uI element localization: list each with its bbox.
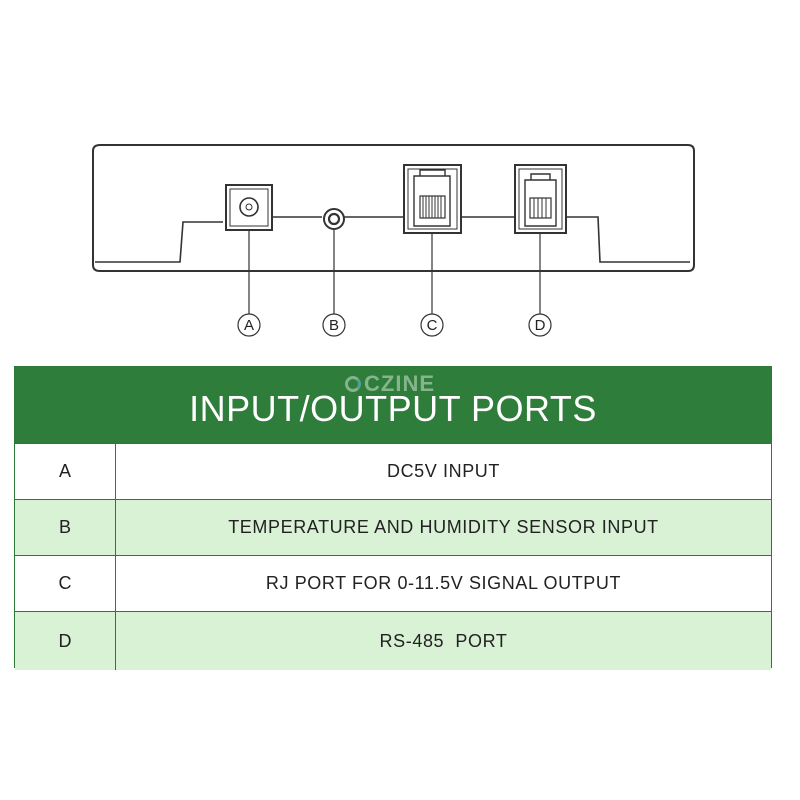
row-description: RJ PORT FOR 0-11.5V SIGNAL OUTPUT [265, 573, 622, 593]
row-description: RS-485 PORT [379, 630, 508, 651]
row-key: D [15, 612, 116, 670]
device-panel-diagram: A B C D [92, 144, 695, 337]
panel-recess-outline [95, 216, 690, 263]
row-key: A [15, 444, 116, 499]
device-body [92, 144, 695, 272]
table-row: C RJ PORT FOR 0-11.5V SIGNAL OUTPUT [15, 556, 771, 612]
callout-a: A [237, 313, 261, 337]
dc-jack-icon [225, 184, 273, 231]
watermark-text: CZINE [364, 371, 435, 396]
row-key: C [15, 556, 116, 611]
table-row: A DC5V INPUT [15, 444, 771, 500]
table-row: D RS-485 PORT [15, 612, 771, 670]
table-header: CZINE INPUT/OUTPUT PORTS [15, 367, 771, 444]
table-row: B TEMPERATURE AND HUMIDITY SENSOR INPUT [15, 500, 771, 556]
callout-d: D [528, 313, 552, 337]
port-table: CZINE INPUT/OUTPUT PORTS A DC5V INPUT B … [14, 366, 772, 670]
sensor-jack-icon [323, 208, 345, 230]
callout-label-c: C [427, 317, 438, 334]
table-title: INPUT/OUTPUT PORTS [189, 388, 597, 429]
czine-logo-icon [345, 376, 361, 392]
watermark: CZINE [345, 371, 435, 397]
row-description: DC5V INPUT [386, 461, 500, 481]
rj-port-icon [403, 164, 462, 234]
callout-b: B [322, 313, 346, 337]
callout-c: C [420, 313, 444, 337]
row-description: TEMPERATURE AND HUMIDITY SENSOR INPUT [228, 517, 659, 537]
rs485-port-icon [514, 164, 567, 234]
callout-label-a: A [244, 317, 254, 334]
row-key: B [15, 500, 116, 555]
callout-label-d: D [535, 317, 546, 334]
callout-label-b: B [329, 317, 339, 334]
